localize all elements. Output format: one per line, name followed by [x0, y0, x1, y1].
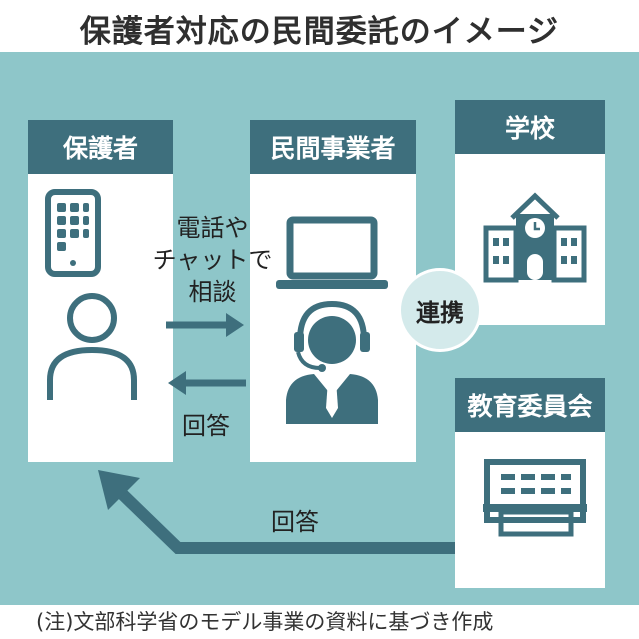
answer-arrow-middle	[168, 371, 246, 395]
consult-label-line-3: 相談	[188, 278, 237, 306]
board-of-education-box: 教育委員会	[455, 378, 605, 588]
guardian-header: 保護者	[28, 120, 173, 174]
consult-arrow	[166, 313, 244, 337]
consult-label-line-1: 電話や	[176, 214, 249, 242]
school-building-icon	[483, 192, 587, 283]
laptop-icon	[276, 216, 388, 289]
operator-headset-icon	[286, 300, 378, 424]
answer-label-middle: 回答	[182, 412, 230, 440]
private-operator-header: 民間事業者	[250, 120, 416, 174]
school-box: 学校	[455, 100, 605, 325]
answer-label-bottom: 回答	[271, 508, 319, 536]
person-icon	[47, 293, 137, 400]
consult-label-line-2: チャットで	[152, 246, 273, 274]
footnote: (注)文部科学省のモデル事業の資料に基づき作成	[36, 610, 494, 634]
tablet-icon	[45, 189, 101, 277]
diagram-title: 保護者対応の民間委託のイメージ	[79, 14, 560, 50]
board-of-education-header: 教育委員会	[455, 378, 605, 432]
office-building-icon	[483, 459, 587, 537]
consult-label: 電話や チャットで 相談	[150, 212, 275, 308]
private-operator-box: 民間事業者	[250, 120, 416, 462]
school-header: 学校	[455, 100, 605, 154]
cooperation-badge: 連携	[398, 268, 482, 352]
guardian-box: 保護者	[28, 120, 173, 462]
